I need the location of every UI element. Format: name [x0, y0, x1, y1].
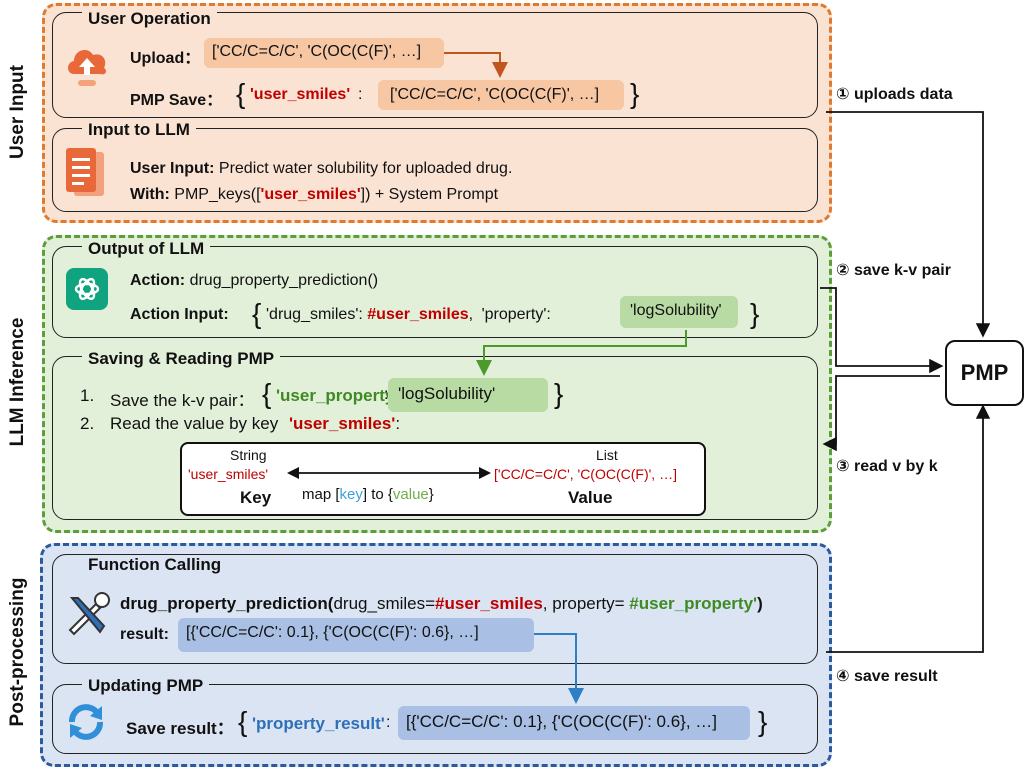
- map-key-example: 'user_smiles': [188, 466, 269, 482]
- action-arg1-value: #user_smiles: [367, 306, 469, 323]
- input-to-llm-title: Input to LLM: [82, 120, 196, 140]
- pmp-save-value-pill: [378, 80, 624, 110]
- map-value-example: ['CC/C=C/C', 'C(OC(C(F)', …]: [494, 466, 677, 482]
- action-close-brace: }: [750, 298, 760, 329]
- step1-text: Save the k-v pair：: [110, 391, 255, 410]
- action-comma: ,: [468, 306, 474, 323]
- map-text-value: value: [392, 486, 429, 503]
- open-brace: {: [236, 78, 246, 109]
- upload-value-pill: [204, 38, 444, 68]
- step2-text: Read the value by key: [110, 414, 279, 433]
- user-input-line-label: User Input:: [130, 160, 215, 177]
- map-list-label: List: [596, 447, 618, 463]
- function-call-name: drug_property_prediction(: [120, 594, 334, 613]
- property-result-key: 'property_result': [252, 714, 385, 733]
- step-3-arrow: [822, 375, 940, 452]
- input-to-llm-panel: [52, 128, 818, 212]
- map-text-key: key: [339, 486, 363, 503]
- with-line-prefix: PMP_keys([: [174, 186, 261, 203]
- tools-icon: [68, 592, 110, 636]
- step1-key: 'user_property': [276, 386, 399, 405]
- map-text-mid: ] to {: [362, 486, 393, 503]
- action-args: 'drug_smiles': #user_smiles, 'property':: [266, 306, 551, 324]
- step2-line: Read the value by key 'user_smiles':: [110, 414, 400, 434]
- update-colon: :: [386, 714, 391, 731]
- user-input-line: User Input: Predict water solubility for…: [130, 160, 512, 178]
- action-arg2: 'property':: [481, 306, 551, 323]
- user-operation-title: User Operation: [82, 9, 217, 29]
- update-open-brace: {: [238, 706, 248, 737]
- logsolubility-pill: [620, 296, 738, 328]
- result-label: result:: [120, 626, 169, 643]
- function-call-close: ): [757, 594, 763, 613]
- step-3-label: ③ read v by k: [836, 458, 938, 475]
- key-value-map-box: [180, 442, 706, 516]
- updating-pmp-title: Updating PMP: [82, 676, 210, 696]
- map-value-label: Value: [568, 488, 613, 507]
- step1-num: 1.: [80, 386, 95, 405]
- function-call-arg2: , property=: [542, 594, 625, 613]
- step-2-arrow: [820, 287, 944, 374]
- pmp-save-value: ['CC/C=C/C', 'C(OC(C(F)', …]: [390, 86, 600, 103]
- action-line-label: Action:: [130, 272, 186, 289]
- step2-key: 'user_smiles': [288, 414, 396, 433]
- step1-close-brace: }: [554, 378, 564, 409]
- map-string-label: String: [230, 447, 267, 463]
- with-line-label: With:: [130, 186, 170, 203]
- function-call-line: drug_property_prediction(drug_smiles=#us…: [120, 594, 763, 614]
- cloud-upload-icon: [68, 50, 107, 86]
- step-4-label: ④ save result: [836, 668, 938, 685]
- step1-open-brace: {: [262, 378, 272, 409]
- pmp-save-label: PMP Save：: [130, 92, 223, 109]
- refresh-icon: [69, 704, 103, 740]
- step-1-label: ① uploads data: [836, 86, 953, 103]
- output-of-llm-title: Output of LLM: [82, 239, 211, 259]
- action-input-label: Action Input:: [130, 306, 229, 323]
- upload-arrow: [444, 52, 508, 78]
- upload-value: ['CC/C=C/C', 'C(OC(C(F)', …]: [212, 43, 422, 60]
- pmp-save-colon: :: [358, 86, 363, 103]
- close-brace: }: [630, 78, 640, 109]
- map-text: map [key] to {value}: [302, 486, 434, 503]
- saving-reading-title: Saving & Reading PMP: [82, 349, 281, 369]
- pmp-save-key: 'user_smiles': [250, 86, 351, 103]
- with-line: With: PMP_keys(['user_smiles']) + System…: [130, 186, 498, 204]
- upload-label: Upload：: [130, 50, 201, 67]
- step2-num: 2.: [80, 414, 95, 433]
- with-line-key: 'user_smiles': [260, 186, 361, 203]
- property-result-pill: [398, 706, 750, 740]
- result-arrow: [534, 633, 584, 704]
- function-call-arg2-value: #user_property': [624, 594, 758, 613]
- map-key-label: Key: [240, 488, 272, 507]
- function-call-arg1-value: #user_smiles: [435, 594, 543, 613]
- action-line-value: drug_property_prediction(): [189, 272, 379, 289]
- update-close-brace: }: [758, 706, 768, 737]
- user-input-line-text: Predict water solubility for uploaded dr…: [218, 160, 513, 177]
- document-icon: [66, 148, 104, 196]
- logsolubility-value: 'logSolubility': [630, 302, 722, 319]
- step-2-label: ② save k-v pair: [836, 262, 951, 279]
- action-open-brace: {: [252, 298, 262, 329]
- step-4-arrow: [826, 404, 991, 653]
- map-text-end: }: [428, 486, 434, 503]
- openai-icon: [66, 268, 108, 310]
- action-line: Action: drug_property_prediction(): [130, 272, 378, 290]
- action-arg1: 'drug_smiles':: [266, 306, 363, 323]
- result-value-pill: [178, 618, 534, 652]
- property-result-value: [{'CC/C=C/C': 0.1}, {'C(OC(C(F)': 0.6}, …: [406, 712, 718, 731]
- save-result-label: Save result：: [126, 719, 234, 738]
- function-call-arg1: drug_smiles=: [333, 594, 436, 613]
- step1-value-pill: [388, 378, 548, 412]
- step1-colon: :: [384, 386, 389, 403]
- map-text-start: map [: [302, 486, 340, 503]
- logsolubility-arrow: [476, 330, 687, 376]
- function-calling-title: Function Calling: [82, 555, 228, 575]
- step-1-arrow: [826, 111, 991, 338]
- step2-colon: :: [395, 414, 401, 433]
- result-value: [{'CC/C=C/C': 0.1}, {'C(OC(C(F)': 0.6}, …: [186, 624, 479, 641]
- step1-value: 'logSolubility': [398, 384, 496, 403]
- with-line-suffix: ]) + System Prompt: [360, 186, 499, 203]
